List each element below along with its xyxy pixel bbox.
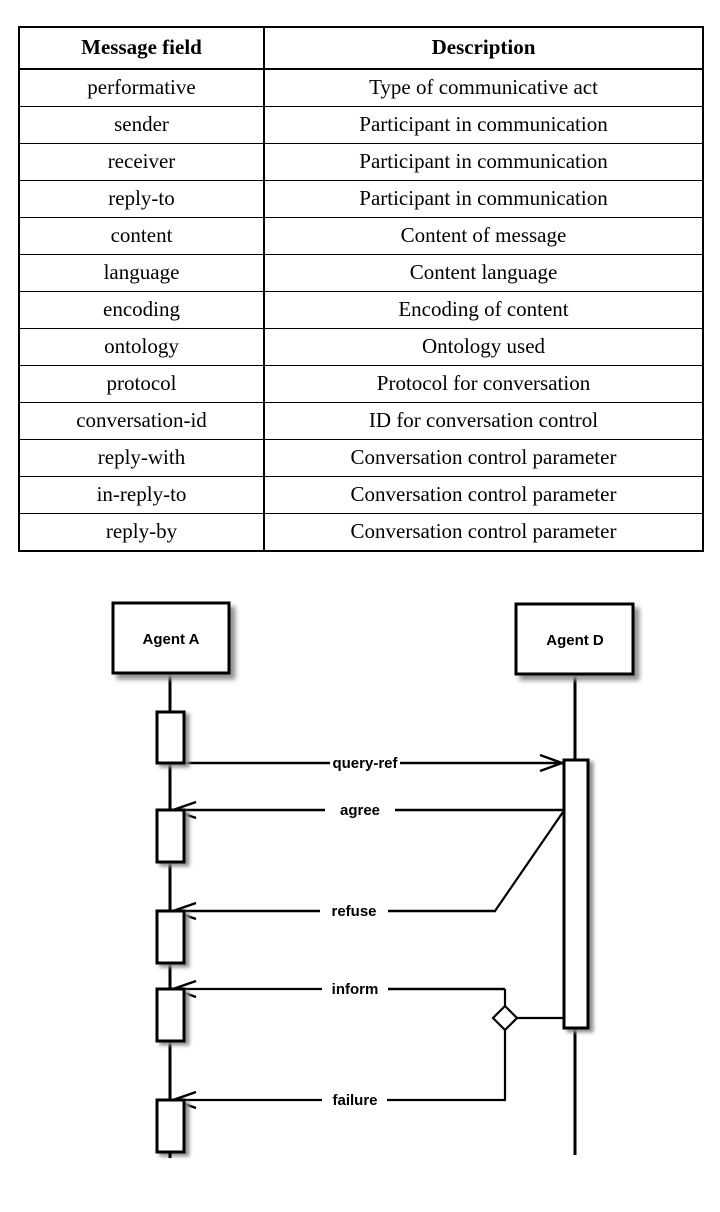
table-row: performative Type of communicative act: [18, 68, 704, 107]
cell-message-field: content: [18, 217, 265, 255]
message-failure[interactable]: failure: [169, 1030, 507, 1110]
cell-description: Protocol for conversation: [263, 365, 704, 403]
cell-description: Participant in communication: [263, 180, 704, 218]
table-row: conversation-id ID for conversation cont…: [18, 402, 704, 440]
table-row: encoding Encoding of content: [18, 291, 704, 329]
cell-message-field: language: [18, 254, 265, 292]
message-agree[interactable]: agree: [169, 800, 563, 820]
table-row: content Content of message: [18, 217, 704, 255]
activation-bar-agent-d[interactable]: [562, 758, 590, 1030]
activation-bar-agent-a-4[interactable]: [155, 987, 186, 1043]
cell-message-field: encoding: [18, 291, 265, 329]
branch-connector-diagonal: [494, 811, 564, 912]
cell-message-field: in-reply-to: [18, 476, 265, 514]
cell-description: Ontology used: [263, 328, 704, 366]
cell-message-field: reply-by: [18, 513, 265, 552]
message-refuse[interactable]: refuse: [169, 901, 496, 921]
activation-bar-agent-a-1[interactable]: [155, 710, 186, 765]
cell-description: Content language: [263, 254, 704, 292]
lifeline-head-agent-d[interactable]: [514, 602, 635, 676]
cell-description: Type of communicative act: [263, 68, 704, 107]
table-row: receiver Participant in communication: [18, 143, 704, 181]
lifeline-label-agent-a: Agent A: [143, 631, 200, 648]
column-header-description: Description: [263, 26, 704, 70]
cell-message-field: protocol: [18, 365, 265, 403]
message-label-failure: failure: [332, 1092, 377, 1109]
cell-description: Conversation control parameter: [263, 476, 704, 514]
table-row: reply-by Conversation control parameter: [18, 513, 704, 552]
activation-bar-agent-a-3[interactable]: [155, 909, 186, 965]
message-fields-table: Message field Description performative T…: [18, 26, 704, 552]
diamond-icon: [491, 1004, 519, 1032]
cell-message-field: sender: [18, 106, 265, 144]
table-row: in-reply-to Conversation control paramet…: [18, 476, 704, 514]
sequence-diagram: Agent A Agent D query-ref agree: [0, 575, 720, 1195]
lifeline-label-agent-d: Agent D: [546, 632, 604, 649]
cell-description: Conversation control parameter: [263, 513, 704, 552]
cell-message-field: receiver: [18, 143, 265, 181]
cell-description: ID for conversation control: [263, 402, 704, 440]
table-row: sender Participant in communication: [18, 106, 704, 144]
cell-description: Participant in communication: [263, 106, 704, 144]
column-header-message-field: Message field: [18, 26, 265, 70]
cell-description: Conversation control parameter: [263, 439, 704, 477]
message-label-agree: agree: [340, 802, 380, 819]
cell-message-field: conversation-id: [18, 402, 265, 440]
cell-message-field: reply-to: [18, 180, 265, 218]
decision-diamond-node[interactable]: [491, 1004, 563, 1032]
cell-description: Content of message: [263, 217, 704, 255]
cell-description: Encoding of content: [263, 291, 704, 329]
table-row: ontology Ontology used: [18, 328, 704, 366]
lifeline-head-agent-a[interactable]: [111, 601, 231, 675]
message-fields-table-container: Message field Description performative T…: [18, 26, 704, 552]
message-label-refuse: refuse: [331, 903, 376, 920]
message-query-ref[interactable]: query-ref: [171, 753, 566, 773]
lifeline-agent-a: Agent A: [111, 601, 231, 1155]
activation-bar-agent-a-5[interactable]: [155, 1098, 186, 1154]
table-row: reply-to Participant in communication: [18, 180, 704, 218]
cell-message-field: performative: [18, 68, 265, 107]
cell-message-field: reply-with: [18, 439, 265, 477]
table-row: protocol Protocol for conversation: [18, 365, 704, 403]
cell-message-field: ontology: [18, 328, 265, 366]
activation-bar-agent-a-2[interactable]: [155, 808, 186, 864]
message-label-query-ref: query-ref: [332, 755, 398, 772]
message-inform[interactable]: inform: [169, 979, 507, 1007]
arrowhead-icon: [539, 753, 566, 773]
table-body: performative Type of communicative act s…: [18, 68, 704, 552]
table-row: reply-with Conversation control paramete…: [18, 439, 704, 477]
table-header-row: Message field Description: [18, 26, 704, 70]
table-row: language Content language: [18, 254, 704, 292]
lifeline-agent-d: Agent D: [514, 602, 635, 1155]
message-label-inform: inform: [332, 981, 379, 998]
cell-description: Participant in communication: [263, 143, 704, 181]
